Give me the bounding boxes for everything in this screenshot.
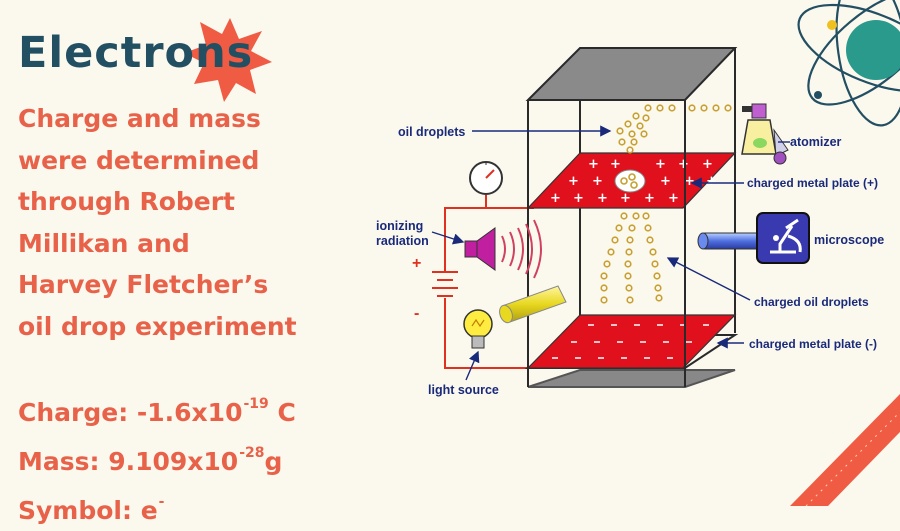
svg-text:+: + [588,157,599,172]
electron-facts: Charge: -1.6x10-19 C Mass: 9.109x10-28g … [18,384,296,531]
description-line: Millikan and [18,228,190,258]
slide: Electrons Charge and mass were determine… [18,0,900,525]
ionizing-label-line2: radiation [376,234,429,248]
description-line: were determined [18,145,260,175]
svg-text:+: + [702,157,713,172]
mass-unit: g [264,447,283,476]
mass-exponent: -28 [239,445,265,461]
symbol-exponent: - [158,494,165,510]
negative-plate-symbols [552,324,709,359]
mass-text: Mass: 9.109x10 [18,447,239,476]
svg-text:+: + [678,157,689,172]
positive-plate-label: charged metal plate (+) [747,176,878,190]
battery [432,271,458,297]
charge-fact: Charge: -1.6x10-19 C [18,384,296,433]
svg-text:+: + [655,157,666,172]
negative-plate [526,314,737,369]
leader-lines [431,125,790,381]
mass-fact: Mass: 9.109x10-28g [18,433,296,482]
charge-exponent: -19 [243,396,269,412]
microscope-label: microscope [814,233,884,247]
svg-text:+: + [706,174,717,189]
positive-plate-symbols: + + + + + + + + + + + + + + + + [550,157,717,206]
negative-plate-label: charged metal plate (-) [749,337,877,351]
svg-text:+: + [620,191,631,206]
svg-text:+: + [660,174,671,189]
charged-oil-droplets-label: charged oil droplets [754,295,869,309]
radiation-source [464,219,542,279]
microscope-icon [756,212,810,264]
svg-text:+: + [573,191,584,206]
microscope-tube [697,232,761,250]
voltmeter-gauge [469,161,503,195]
svg-text:+: + [568,174,579,189]
light-source-label: light source [428,383,499,397]
circuit-wires [444,195,540,369]
millikan-diagram: + - + + + + + + + + + + + + + + + + [376,47,884,397]
svg-text:+: + [684,174,695,189]
ruler-decoration [790,394,900,506]
svg-text:+: + [597,191,608,206]
light-beam [499,285,567,324]
oil-droplets-top [616,104,732,154]
battery-minus-label: - [414,305,419,322]
description-line: Charge and mass [18,104,261,133]
charge-unit: C [268,398,296,427]
starburst-decoration [184,18,272,102]
svg-text:+: + [592,174,603,189]
light-bulb-icon [463,309,493,349]
ionizing-label-line1: ionizing [376,219,423,233]
symbol-text: Symbol: e [18,496,158,525]
svg-text:+: + [550,191,561,206]
svg-text:+: + [668,191,679,206]
description-text: Charge and mass were determined through … [18,98,338,347]
description-line: oil drop experiment [18,311,297,341]
description-line: Harvey Fletcher’s [18,270,269,299]
oil-droplets-label: oil droplets [398,125,465,139]
plate-hole [614,169,646,193]
chamber-front-edges [527,99,686,387]
svg-text:+: + [610,157,621,172]
slide-title: Electrons [18,28,254,78]
symbol-fact: Symbol: e- [18,482,296,531]
svg-text:+: + [644,191,655,206]
battery-plus-label: + [412,255,421,272]
decor-layer [184,0,900,506]
hole-droplets [620,173,638,189]
atom-decoration [797,0,900,127]
charge-text: Charge: -1.6x10 [18,398,243,427]
charged-oil-droplets [600,212,663,304]
description-line: through Robert [18,187,236,216]
atomizer-label: atomizer [790,135,842,149]
atomizer-bottle [741,103,789,165]
